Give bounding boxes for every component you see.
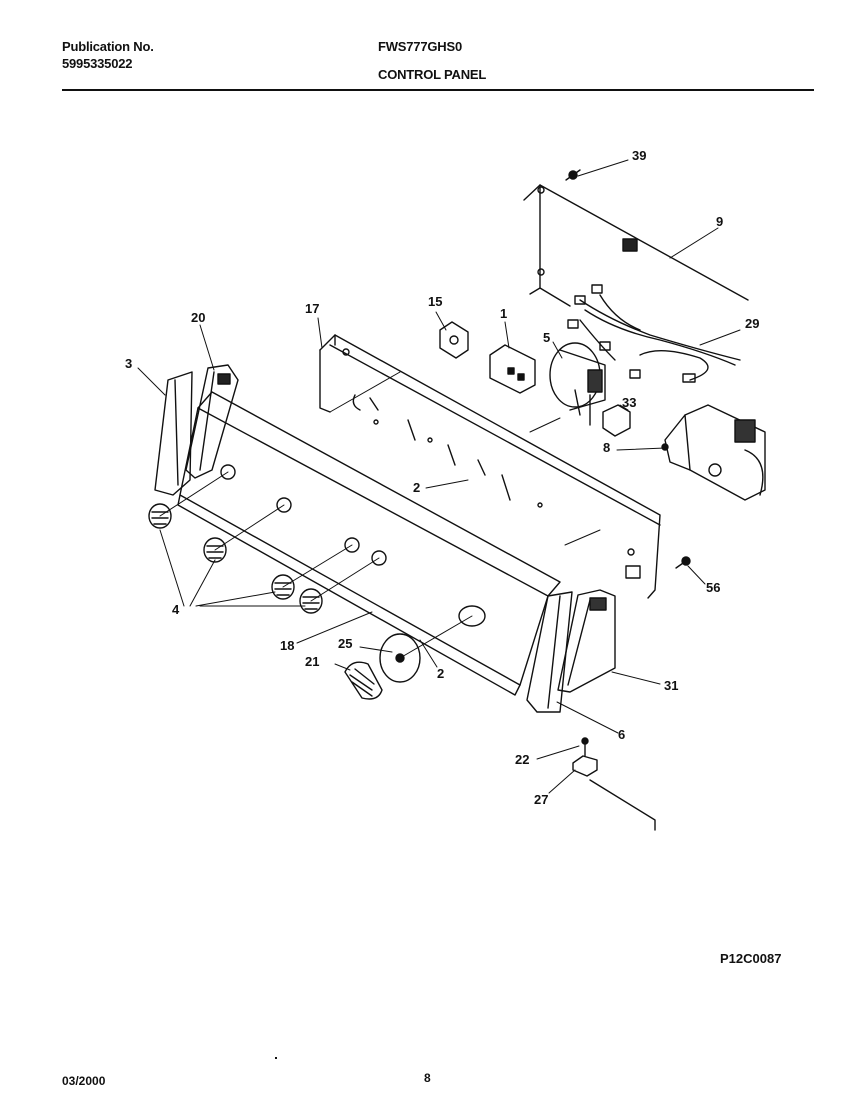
- bracket-27: [572, 755, 656, 831]
- switch-1: [489, 344, 536, 394]
- part-label-33: 33: [622, 395, 636, 410]
- footer-date: 03/2000: [62, 1074, 106, 1088]
- screw-56: [675, 556, 691, 569]
- part-label-25: 25: [338, 636, 352, 651]
- screw-39: [565, 169, 581, 181]
- speck: [275, 1057, 277, 1059]
- timer-knob-21: [344, 661, 383, 700]
- leader-lines: [137, 159, 741, 794]
- knob-shafts: [159, 371, 601, 659]
- part-label-22: 22: [515, 752, 529, 767]
- part-label-1: 1: [500, 306, 507, 321]
- part-number-labels: 39 9 29 15 1 17 20 3 5 33 8 2 56 4 18 25 21 2 31 6 22 27: [125, 148, 759, 807]
- publication-number: 5995335022: [62, 56, 133, 71]
- right-trim-bracket: [557, 589, 616, 693]
- part-label-2: 2: [437, 666, 444, 681]
- part-label-17: 17: [305, 301, 319, 316]
- console-back-panel: [319, 334, 661, 599]
- part-label-3: 3: [125, 356, 132, 371]
- model-number: FWS777GHS0: [378, 39, 462, 54]
- part-label-56: 56: [706, 580, 720, 595]
- part-label-8: 8: [603, 440, 610, 455]
- front-control-panel: [177, 391, 561, 696]
- part-label-15: 15: [428, 294, 442, 309]
- section-title: CONTROL PANEL: [378, 67, 487, 82]
- page-number: 8: [424, 1071, 431, 1085]
- header-divider: [62, 89, 814, 91]
- part-label-27: 27: [534, 792, 548, 807]
- rear-cover-plate: [523, 184, 749, 307]
- part-label-39: 39: [632, 148, 646, 163]
- switch-15: [439, 321, 469, 359]
- part-label-29: 29: [745, 316, 759, 331]
- part-label-20: 20: [191, 310, 205, 325]
- part-label-31: 31: [664, 678, 678, 693]
- left-trim-bracket: [185, 364, 239, 479]
- screw-22: [581, 737, 589, 757]
- wire-harness: [567, 284, 741, 383]
- part-label-9: 9: [716, 214, 723, 229]
- part-label-18: 18: [280, 638, 294, 653]
- right-end-cap: [526, 591, 573, 713]
- timer-8: [661, 404, 766, 501]
- connector-33: [602, 404, 631, 437]
- pressure-switch-5: [549, 342, 606, 426]
- figure-code: P12C0087: [720, 951, 782, 966]
- part-label-4: 4: [172, 602, 180, 617]
- part-label-5: 5: [543, 330, 550, 345]
- part-label-2: 2: [413, 480, 420, 495]
- part-label-21: 21: [305, 654, 319, 669]
- publication-label: Publication No.: [62, 39, 154, 54]
- part-label-6: 6: [618, 727, 625, 742]
